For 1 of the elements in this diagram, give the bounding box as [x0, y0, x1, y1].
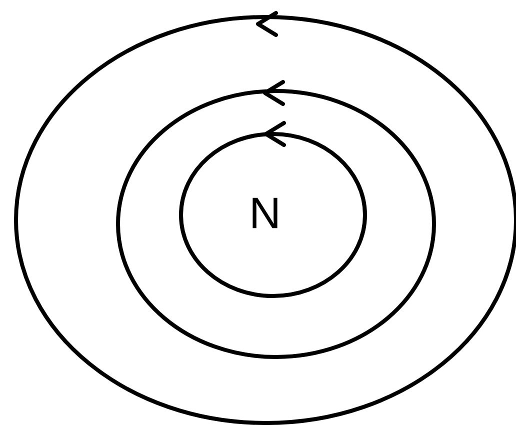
pole-label: N [252, 198, 278, 228]
